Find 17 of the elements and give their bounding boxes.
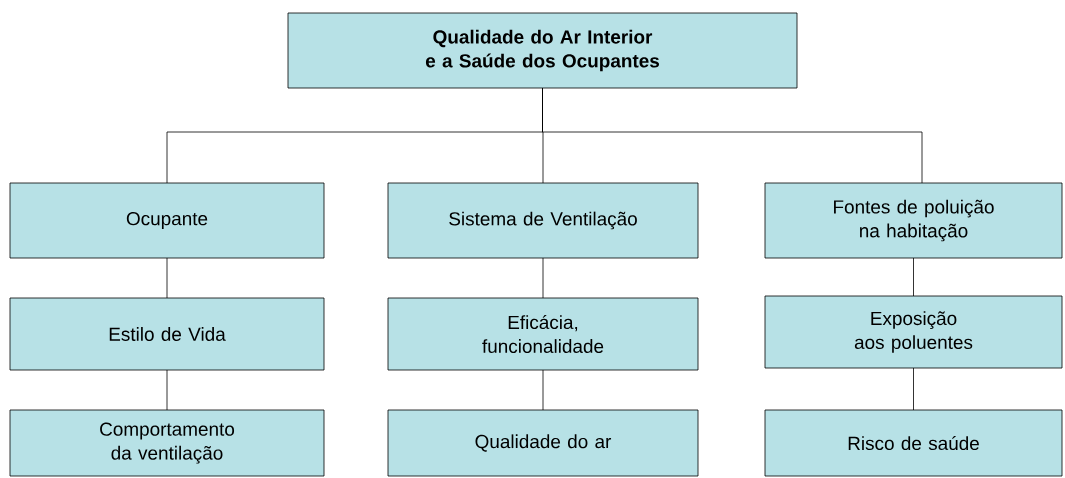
topic-box: Exposição aos poluentes: [764, 295, 1063, 369]
connector-line: [542, 87, 923, 184]
connector-line: [166, 369, 168, 411]
connector-line: [542, 369, 544, 411]
topic-box: Qualidade do ar: [387, 409, 699, 477]
topic-box: Sistema de Ventilação: [387, 182, 699, 259]
connector-line: [542, 257, 544, 299]
topic-box: Estilo de Vida: [9, 297, 325, 371]
connector-line: [166, 257, 168, 299]
topic-box: Comportamento da ventilação: [9, 409, 325, 477]
topic-box: Fontes de poluição na habitação: [764, 182, 1063, 259]
title-box: Qualidade do Ar Interior e a Saúde dos Ocupantes: [287, 12, 798, 89]
connector-line: [913, 367, 914, 411]
topic-box: Eficácia, funcionalidade: [387, 297, 699, 371]
topic-box: Ocupante: [9, 182, 325, 259]
connector-line: [913, 257, 914, 297]
topic-box: Risco de saúde: [764, 409, 1063, 477]
